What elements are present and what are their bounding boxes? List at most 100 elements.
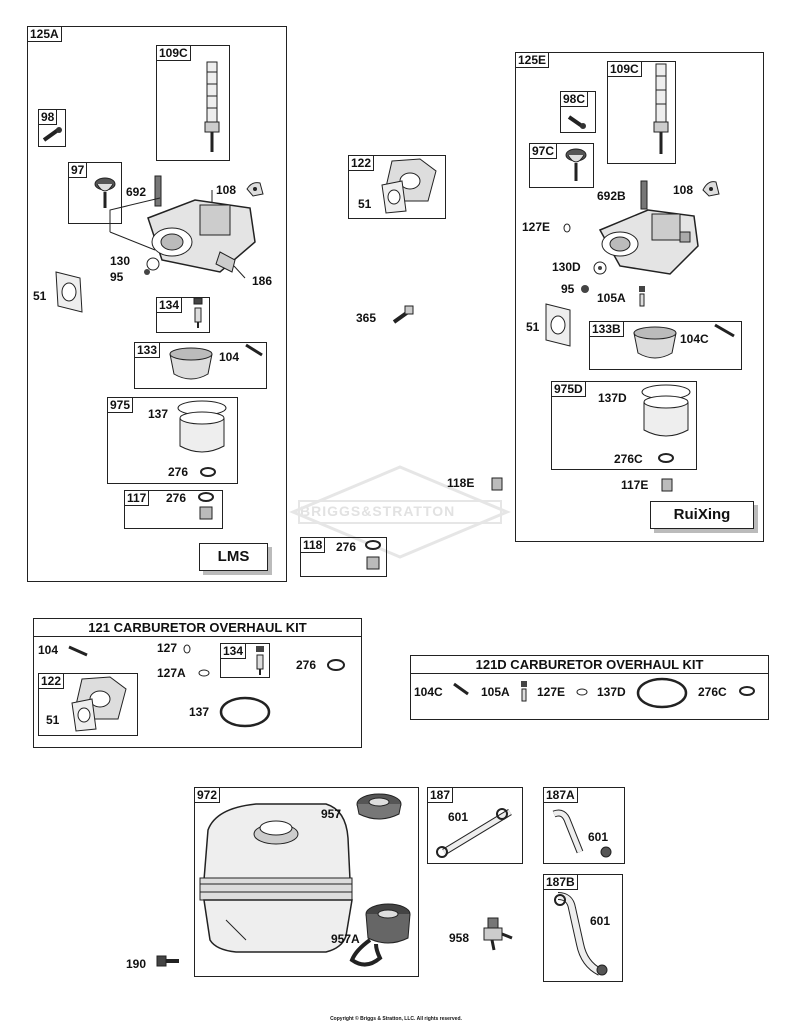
group-125e [515, 52, 764, 542]
label-187a-601: 601 [588, 830, 609, 844]
label-276c: 276C [614, 452, 643, 466]
float-133b-icon [630, 323, 680, 363]
label-95-e: 95 [561, 282, 575, 296]
kit-121-title: 121 CARBURETOR OVERHAUL KIT [34, 619, 361, 637]
label-365: 365 [356, 311, 377, 325]
tag-975d[interactable]: 975D [551, 381, 586, 397]
tag-187[interactable]: 187 [427, 787, 454, 803]
group-117 [124, 490, 223, 529]
fuel-line-187-icon [430, 800, 520, 862]
kit121-label-276: 276 [296, 658, 317, 672]
carburetor-125e-icon [590, 196, 710, 282]
kit121-label-51: 51 [46, 713, 60, 727]
kit121d-gasket-276c-icon [738, 685, 756, 697]
label-104c: 104C [680, 332, 709, 346]
kit121-label-127: 127 [157, 641, 178, 655]
kit121-tag-134[interactable]: 134 [220, 643, 247, 659]
label-190: 190 [126, 957, 147, 971]
watermark: BRIGGS&STRATTON [300, 503, 456, 519]
spring-692-icon [154, 175, 162, 207]
label-51: 51 [33, 289, 47, 303]
tag-117[interactable]: 117 [124, 490, 150, 506]
tag-125e[interactable]: 125E [515, 52, 550, 68]
tag-187a[interactable]: 187A [543, 787, 578, 803]
kit121d-oring-127e-icon [575, 687, 589, 697]
tag-97[interactable]: 97 [68, 162, 88, 178]
group-109c [156, 45, 230, 161]
group-133 [134, 342, 267, 389]
nut-118e-icon [489, 474, 505, 494]
screw-365-icon [390, 304, 416, 326]
label-186: 186 [252, 274, 273, 288]
group-125a [27, 26, 287, 582]
fuel-tank-icon [196, 790, 356, 965]
label-51-e: 51 [526, 320, 540, 334]
tag-975[interactable]: 975 [107, 397, 134, 413]
kit121-gasket-137-icon [218, 694, 272, 730]
label-104: 104 [219, 350, 240, 364]
screw-icon [40, 127, 62, 144]
gasket-51e-icon [540, 300, 576, 350]
kit-121d-title: 121D CARBURETOR OVERHAUL KIT [411, 656, 768, 674]
label-118-276: 276 [336, 540, 357, 554]
valve-134-icon [190, 296, 206, 330]
oring-127e-icon [562, 222, 572, 234]
kit121-tag-122[interactable]: 122 [38, 673, 65, 689]
group-97 [68, 162, 122, 224]
kit121-spacer-122-icon [70, 675, 134, 735]
screw-98c-icon [566, 112, 586, 129]
kit121d-label-137d: 137D [597, 685, 626, 699]
label-130: 130 [110, 254, 131, 268]
valve-105a-icon [639, 286, 645, 310]
tag-122[interactable]: 122 [348, 155, 375, 171]
gasket-51-icon [50, 268, 86, 316]
label-692b: 692B [597, 189, 626, 203]
tag-133[interactable]: 133 [134, 342, 161, 358]
float-bowl-137d-icon [638, 382, 694, 444]
label-122-51: 51 [358, 197, 372, 211]
brand-lms: LMS [199, 543, 268, 571]
kit121-oring-127a-icon [197, 667, 211, 679]
group-97c [529, 143, 594, 188]
spring-692b-icon [640, 180, 648, 210]
group-187b [543, 874, 623, 982]
tag-109c-e[interactable]: 109C [607, 61, 642, 77]
label-957: 957 [321, 807, 342, 821]
tag-187b[interactable]: 187B [543, 874, 578, 890]
tag-97c[interactable]: 97C [529, 143, 558, 159]
fuel-line-187a-icon [546, 800, 622, 862]
pin-104c-icon [712, 322, 738, 340]
label-276a: 276 [168, 465, 189, 479]
tag-125a[interactable]: 125A [27, 26, 62, 42]
pin-104-icon [243, 342, 265, 358]
label-137: 137 [148, 407, 169, 421]
kit-121d: 121D CARBURETOR OVERHAUL KIT [410, 655, 769, 720]
tag-98[interactable]: 98 [38, 109, 58, 125]
label-137d: 137D [598, 391, 627, 405]
label-130d: 130D [552, 260, 581, 274]
fuel-cap-957-icon [354, 790, 404, 826]
tag-134[interactable]: 134 [156, 297, 183, 313]
tag-98c[interactable]: 98C [560, 91, 589, 107]
tag-133b[interactable]: 133B [589, 321, 624, 337]
shutoff-valve-958-icon [478, 916, 514, 952]
kit121d-label-104c: 104C [414, 685, 443, 699]
kit121d-label-127e: 127E [537, 685, 566, 699]
bolt-190-icon [155, 950, 181, 972]
label-957a: 957A [331, 932, 360, 946]
gasket-276a-icon [199, 466, 217, 478]
tag-109c[interactable]: 109C [156, 45, 191, 61]
washer-130-icon [144, 254, 166, 275]
kit121-valve-134-icon [256, 646, 264, 677]
kit121d-valve-105a-icon [521, 681, 527, 703]
kit121-label-104: 104 [38, 643, 59, 657]
tag-972[interactable]: 972 [194, 787, 221, 803]
group-134 [156, 297, 210, 333]
nut-117e-icon [659, 476, 675, 494]
kit121-gasket-276-icon [325, 658, 347, 672]
tag-118[interactable]: 118 [300, 537, 326, 553]
fuel-pickup-tube-icon [200, 60, 224, 155]
lever-108-icon [244, 179, 266, 199]
label-692: 692 [126, 185, 147, 199]
group-118 [300, 537, 387, 577]
